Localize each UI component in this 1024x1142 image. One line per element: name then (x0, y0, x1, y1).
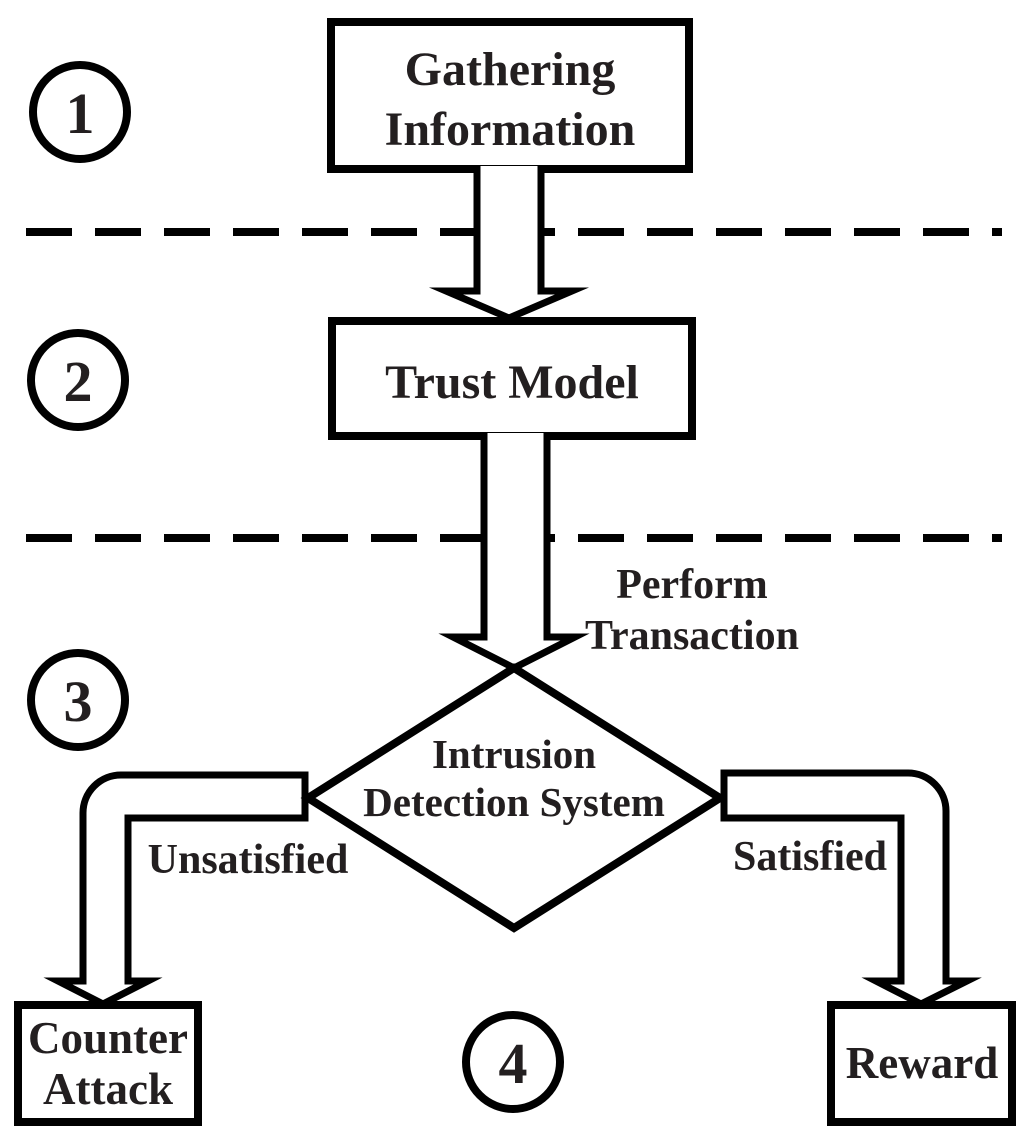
stage-3-number: 3 (64, 669, 93, 734)
reward-box (827, 1001, 1016, 1126)
perform-transaction-label-line2: Transaction (585, 613, 799, 659)
ids-label-line2: Detection System (363, 779, 665, 825)
stage-1-circle (29, 61, 131, 163)
trust-model-label: Trust Model (385, 356, 639, 409)
intrusion-detection-diamond (300, 663, 728, 933)
arrow-gathering-to-trust (428, 166, 590, 322)
unsatisfied-label: Unsatisfied (148, 837, 349, 883)
arrow-trust-to-ids (438, 433, 590, 672)
ids-label-line1: Intrusion (432, 731, 596, 777)
counter-attack-label-line1: Counter (28, 1013, 188, 1063)
reward-label: Reward (846, 1038, 998, 1088)
satisfied-label: Satisfied (733, 834, 887, 880)
arrow-satisfied-elbow (720, 769, 982, 1008)
stage-2-number: 2 (64, 349, 93, 414)
perform-transaction-label-line1: Perform (616, 562, 768, 608)
stage-4-circle (462, 1011, 564, 1113)
stage-3-circle (27, 649, 129, 751)
gathering-information-label-line1: Gathering (405, 43, 616, 96)
counter-attack-label-line2: Attack (43, 1064, 173, 1114)
stage-4-number: 4 (499, 1031, 528, 1096)
arrow-unsatisfied-elbow (43, 771, 309, 1008)
counter-attack-box (14, 1001, 202, 1126)
gathering-information-label-line2: Information (385, 103, 636, 156)
stage-1-number: 1 (66, 81, 95, 146)
stage-2-circle (27, 329, 129, 431)
